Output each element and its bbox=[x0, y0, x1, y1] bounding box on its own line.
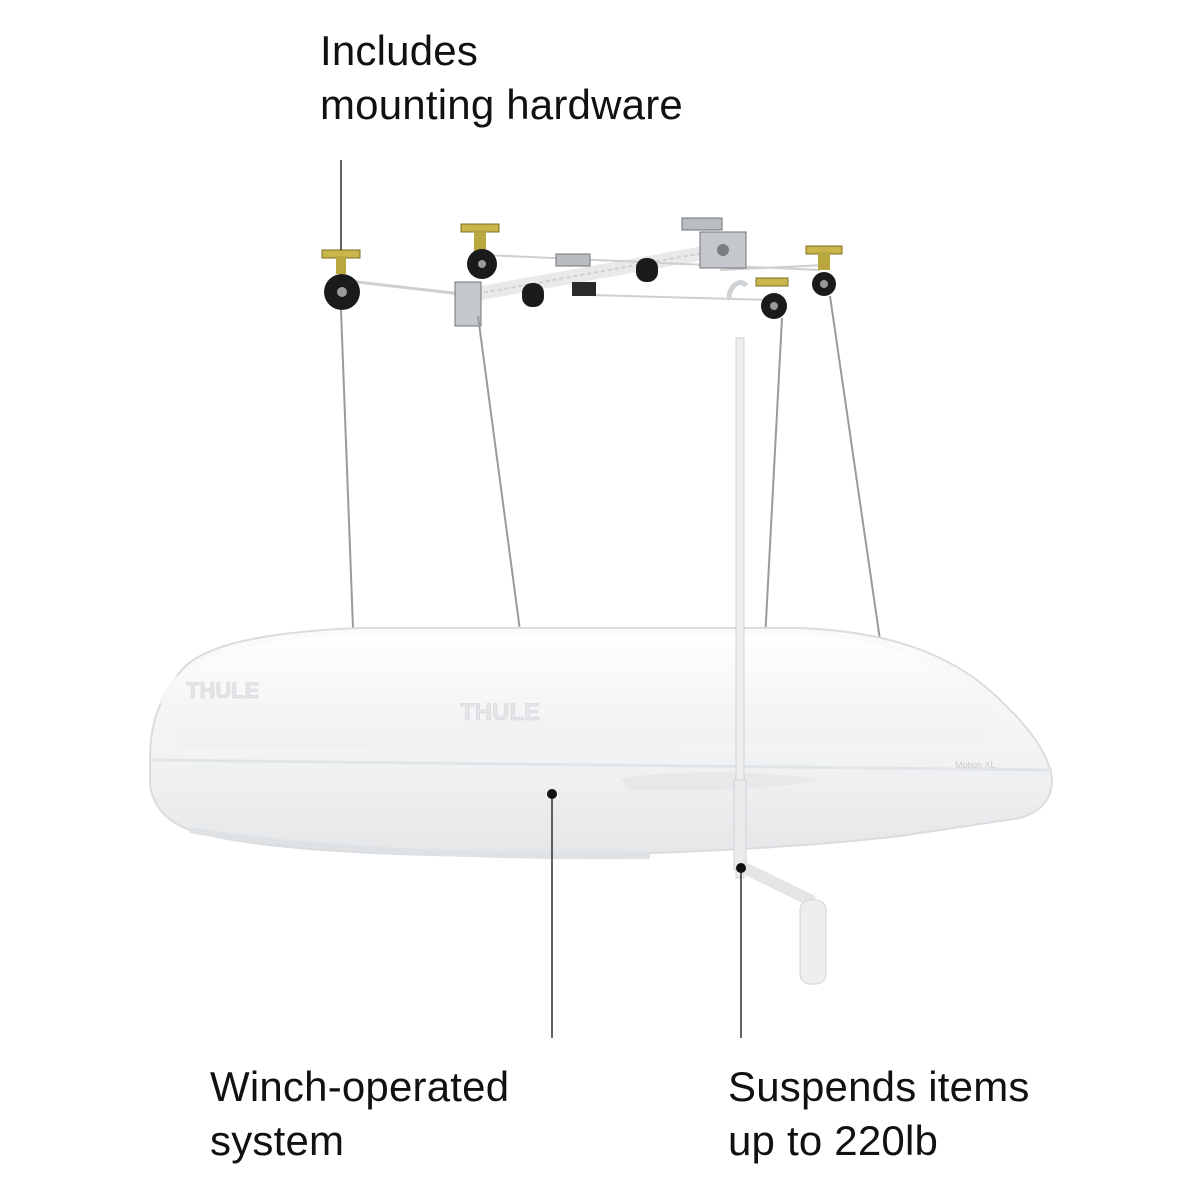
callout-mounting-hardware: Includes mounting hardware bbox=[320, 24, 683, 132]
callout-line: Suspends items bbox=[728, 1063, 1030, 1110]
rope-spool bbox=[522, 258, 658, 307]
ceiling-hoist-frame bbox=[339, 243, 826, 302]
mounting-bracket bbox=[321, 249, 361, 274]
callout-line: Winch-operated bbox=[210, 1063, 510, 1110]
callout-leaders bbox=[340, 160, 746, 1038]
mounting-bracket bbox=[555, 253, 596, 296]
pulley-wheel bbox=[761, 293, 787, 319]
callout-line: up to 220lb bbox=[728, 1117, 939, 1164]
brand-logo-side: THULE bbox=[460, 699, 540, 726]
pulley-wheel bbox=[324, 274, 360, 310]
winch-crank-handle bbox=[738, 862, 827, 985]
callout-winch-system: Winch-operated system bbox=[210, 1060, 509, 1168]
mounting-bracket bbox=[454, 281, 482, 327]
pulley-wheel bbox=[467, 249, 497, 279]
winch-pole bbox=[726, 280, 749, 879]
model-badge: Motion XL bbox=[955, 760, 996, 770]
brand-logo-front: THULE bbox=[186, 678, 259, 703]
pulley-wheel bbox=[812, 272, 836, 296]
callout-line: mounting hardware bbox=[320, 81, 683, 128]
callout-load-capacity: Suspends items up to 220lb bbox=[728, 1060, 1030, 1168]
mounting-bracket bbox=[681, 217, 747, 269]
mounting-bracket bbox=[755, 277, 789, 287]
callout-line: system bbox=[210, 1117, 345, 1164]
mounting-bracket bbox=[805, 245, 843, 270]
mounting-bracket bbox=[460, 223, 500, 254]
cargo-box bbox=[149, 627, 1054, 860]
callout-line: Includes bbox=[320, 27, 479, 74]
